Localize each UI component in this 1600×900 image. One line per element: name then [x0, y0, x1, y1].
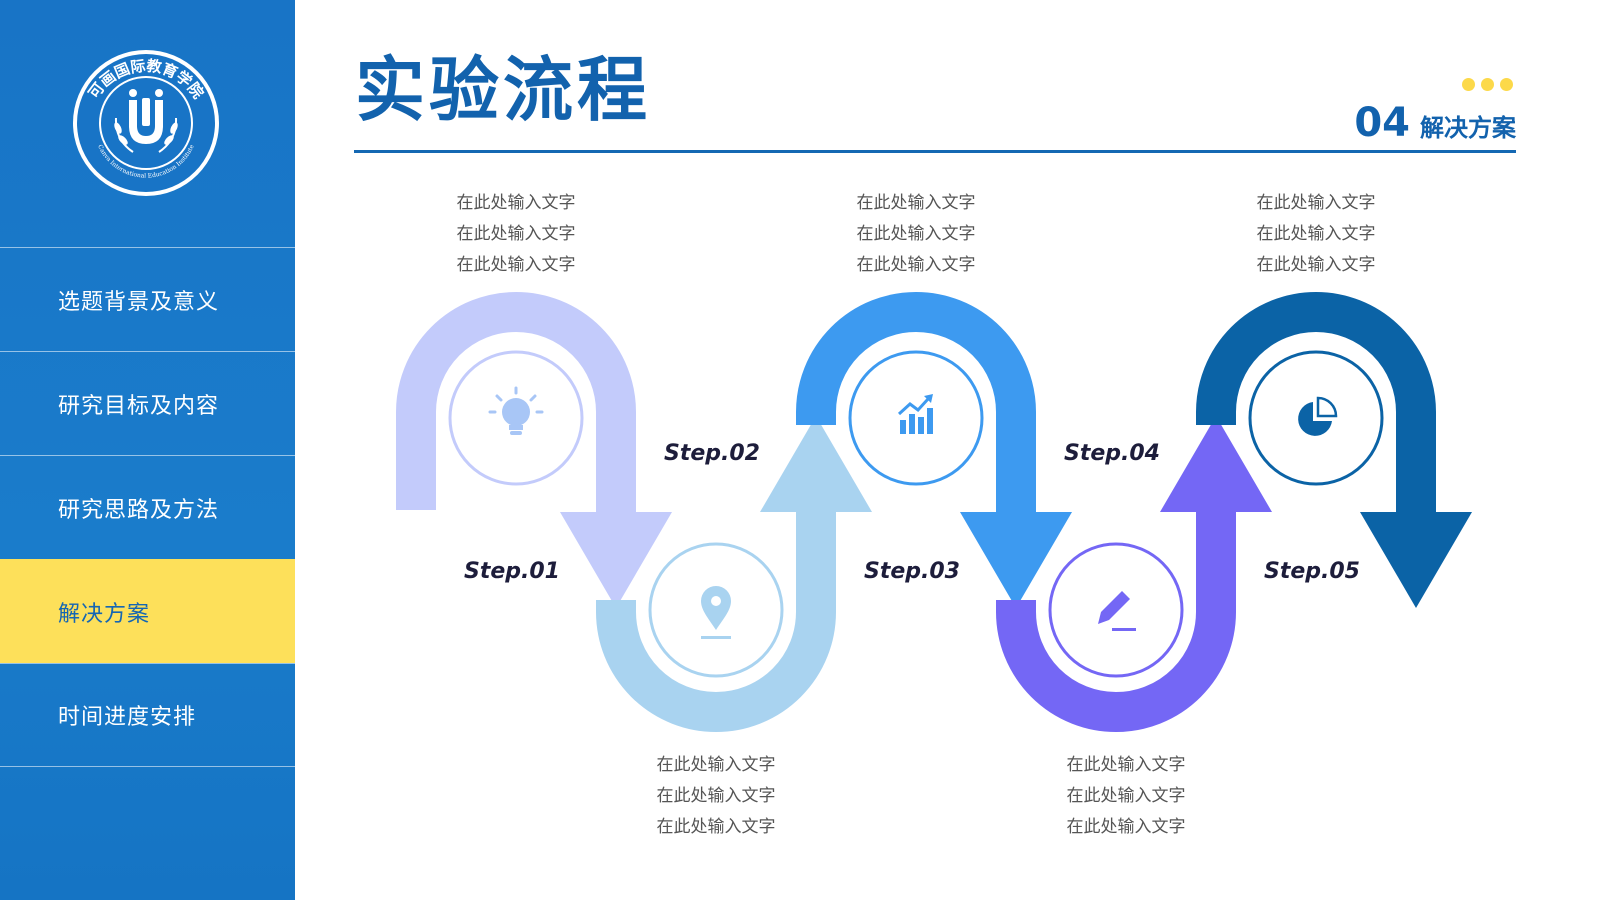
- step-4-arrow: [996, 416, 1272, 732]
- text-line: 在此处输入文字: [1256, 193, 1376, 213]
- step-4-label: Step.04: [1064, 441, 1160, 466]
- step-3-circle: [848, 350, 984, 486]
- step-5-label: Step.05: [1264, 559, 1360, 584]
- decorative-dots: [1462, 78, 1513, 91]
- institute-logo: 可画国际教育学院 Canva International Education I…: [73, 50, 219, 196]
- text-line: 在此处输入文字: [1066, 755, 1186, 775]
- step-5-arrow: [1196, 292, 1472, 608]
- location-pin-icon: [701, 586, 731, 639]
- text-line: 在此处输入文字: [656, 786, 776, 806]
- pencil-icon: [1098, 591, 1136, 631]
- text-line: 在此处输入文字: [856, 255, 976, 275]
- step-5-text: 在此处输入文字 在此处输入文字 在此处输入文字: [1216, 188, 1416, 281]
- step-1-label: Step.01: [464, 559, 560, 584]
- text-line: 在此处输入文字: [456, 224, 576, 244]
- text-line: 在此处输入文字: [656, 817, 776, 837]
- bar-chart-icon: [897, 394, 933, 434]
- sidebar-item-methods[interactable]: 研究思路及方法: [0, 455, 295, 559]
- text-line: 在此处输入文字: [856, 193, 976, 213]
- text-line: 在此处输入文字: [656, 755, 776, 775]
- sidebar-item-label: 选题背景及意义: [58, 289, 220, 315]
- sidebar-item-schedule[interactable]: 时间进度安排: [0, 663, 295, 767]
- text-line: 在此处输入文字: [856, 224, 976, 244]
- text-line: 在此处输入文字: [1256, 255, 1376, 275]
- step-4-text: 在此处输入文字 在此处输入文字 在此处输入文字: [1026, 750, 1226, 843]
- step-3-label: Step.03: [864, 559, 960, 584]
- section-tag: 04 解决方案: [1354, 100, 1516, 146]
- sidebar-item-label: 研究思路及方法: [58, 497, 220, 523]
- text-line: 在此处输入文字: [1066, 817, 1186, 837]
- lightbulb-icon: [488, 386, 544, 435]
- section-name: 解决方案: [1420, 114, 1516, 142]
- step-5-circle: [1248, 350, 1384, 486]
- page-title: 实验流程: [355, 49, 651, 131]
- text-line: 在此处输入文字: [1256, 224, 1376, 244]
- dot: [1462, 78, 1475, 91]
- step-1-text: 在此处输入文字 在此处输入文字 在此处输入文字: [416, 188, 616, 281]
- sidebar-item-background[interactable]: 选题背景及意义: [0, 247, 295, 351]
- sidebar: 可画国际教育学院 Canva International Education I…: [0, 0, 295, 900]
- dot: [1500, 78, 1513, 91]
- step-3-text: 在此处输入文字 在此处输入文字 在此处输入文字: [816, 188, 1016, 281]
- step-3-arrow: [796, 292, 1072, 608]
- sidebar-item-solution[interactable]: 解决方案: [0, 559, 295, 663]
- header-divider: [354, 150, 1516, 153]
- step-2-arrow: [596, 416, 872, 732]
- text-line: 在此处输入文字: [456, 255, 576, 275]
- sidebar-item-label: 研究目标及内容: [58, 393, 220, 419]
- sidebar-item-goals[interactable]: 研究目标及内容: [0, 351, 295, 455]
- sidebar-nav: 选题背景及意义 研究目标及内容 研究思路及方法 解决方案 时间进度安排: [0, 247, 295, 767]
- text-line: 在此处输入文字: [456, 193, 576, 213]
- step-2-label: Step.02: [664, 441, 760, 466]
- text-line: 在此处输入文字: [1066, 786, 1186, 806]
- step-2-text: 在此处输入文字 在此处输入文字 在此处输入文字: [616, 750, 816, 843]
- sidebar-item-label: 时间进度安排: [58, 705, 197, 730]
- step-1-arrow: [396, 292, 672, 608]
- section-number: 04: [1354, 100, 1410, 146]
- dot: [1481, 78, 1494, 91]
- sidebar-item-label: 解决方案: [58, 601, 151, 627]
- pie-chart-icon: [1298, 396, 1338, 436]
